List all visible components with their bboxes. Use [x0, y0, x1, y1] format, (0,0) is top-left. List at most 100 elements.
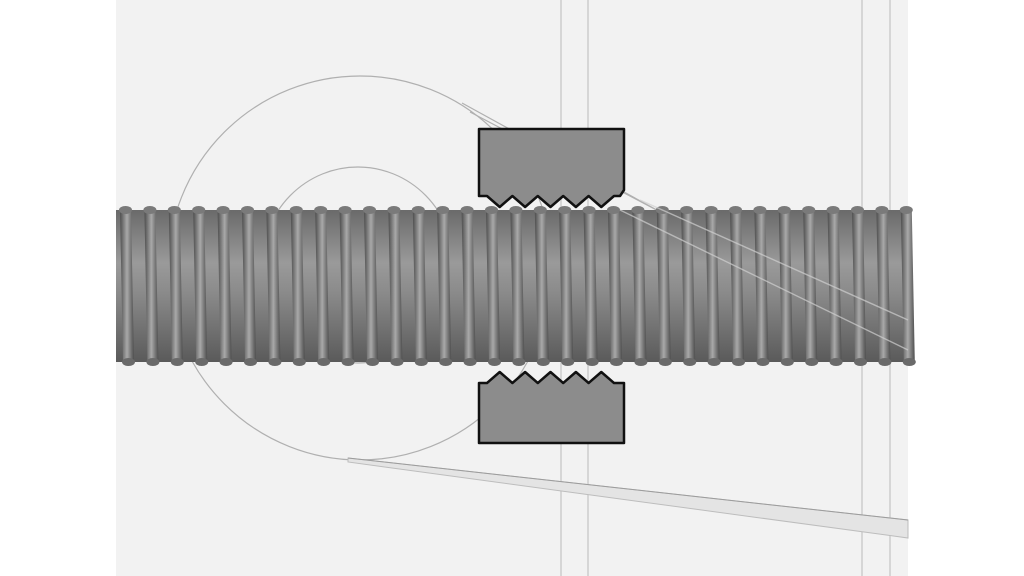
thread-ridge	[754, 210, 769, 362]
thread-crest-bottom	[756, 358, 770, 366]
thread-crest-bottom	[780, 358, 794, 366]
thread-crest-top	[216, 206, 230, 214]
thread-crest-top	[777, 206, 791, 214]
thread-ridge	[656, 210, 671, 362]
thread-ridge	[559, 210, 574, 362]
thread-crest-top	[411, 206, 425, 214]
thread-ridge	[461, 210, 476, 362]
thread-ridge	[876, 210, 891, 362]
lower-threading-die	[477, 370, 626, 445]
thread-crest-top	[826, 206, 840, 214]
thread-crest-top	[143, 206, 157, 214]
thread-crest-bottom	[707, 358, 721, 366]
thread-crest-bottom	[878, 358, 892, 366]
thread-crest-top	[753, 206, 767, 214]
thread-crest-top	[899, 206, 913, 214]
thread-crest-bottom	[366, 358, 379, 366]
thread-ridge	[681, 210, 696, 362]
thread-crest-bottom	[439, 358, 453, 366]
thread-crest-bottom	[488, 358, 501, 366]
thread-crest-top	[436, 206, 450, 214]
thread-crest-bottom	[585, 358, 599, 366]
thread-crest-top	[582, 206, 596, 214]
thread-crest-top	[851, 206, 864, 214]
thread-crest-bottom	[292, 358, 306, 366]
rod-thread-ridges	[119, 206, 916, 366]
thread-ridge	[120, 210, 134, 362]
thread-crest-bottom	[536, 358, 550, 366]
thread-crest-top	[289, 206, 303, 214]
thread-crest-top	[607, 206, 620, 214]
thread-crest-bottom	[658, 358, 672, 366]
thread-crest-bottom	[146, 358, 160, 366]
thread-ridge	[242, 210, 256, 362]
thread-ridge	[388, 210, 403, 362]
thread-ridge	[632, 210, 647, 362]
thread-ridge	[803, 210, 818, 362]
thread-crest-top	[533, 206, 547, 214]
thread-crest-top	[680, 206, 694, 214]
ghost-belt-over-rod	[619, 199, 909, 351]
thread-crest-bottom	[463, 358, 477, 366]
thread-crest-bottom	[902, 358, 916, 366]
thread-crest-bottom	[854, 358, 867, 366]
thread-ridge	[217, 210, 232, 362]
thread-crest-bottom	[829, 358, 843, 366]
thread-crest-bottom	[732, 358, 745, 366]
thread-ridge	[778, 210, 793, 362]
thread-crest-top	[558, 206, 572, 214]
thread-crest-bottom	[341, 358, 355, 366]
thread-ridge	[510, 210, 525, 362]
thread-ridge	[534, 210, 549, 362]
thread-ridge	[486, 210, 500, 362]
thread-crest-top	[729, 206, 742, 214]
thread-ridge	[315, 210, 330, 362]
thread-crest-top	[509, 206, 523, 214]
thread-crest-bottom	[414, 358, 428, 366]
thread-ridge	[412, 210, 427, 362]
thread-crest-top	[485, 206, 498, 214]
thread-crest-bottom	[805, 358, 819, 366]
thread-crest-bottom	[268, 358, 282, 366]
thread-crest-top	[387, 206, 401, 214]
thread-crest-top	[265, 206, 279, 214]
thread-crest-top	[704, 206, 718, 214]
thread-ridge	[290, 210, 305, 362]
thread-crest-bottom	[390, 358, 404, 366]
thread-crest-bottom	[244, 358, 257, 366]
thread-ridge	[193, 210, 208, 362]
thread-ridge	[144, 210, 159, 362]
ghost-belt-lower	[347, 457, 909, 539]
thread-crest-top	[241, 206, 254, 214]
thread-ridge	[437, 210, 452, 362]
thread-ridge	[705, 210, 720, 362]
thread-crest-top	[631, 206, 645, 214]
thread-ridge	[608, 210, 622, 362]
thread-ridge	[827, 210, 842, 362]
thread-ridge	[730, 210, 744, 362]
thread-crest-bottom	[634, 358, 648, 366]
thread-crest-bottom	[122, 358, 135, 366]
thread-crest-top	[192, 206, 206, 214]
thread-crest-top	[875, 206, 889, 214]
thread-ridge	[900, 210, 915, 362]
upper-threading-die	[477, 127, 626, 209]
thread-crest-top	[802, 206, 816, 214]
thread-crest-bottom	[219, 358, 233, 366]
thread-crest-bottom	[512, 358, 526, 366]
thread-crest-bottom	[683, 358, 697, 366]
thread-crest-top	[167, 206, 181, 214]
thread-crest-bottom	[195, 358, 209, 366]
thread-crest-bottom	[170, 358, 184, 366]
thread-crest-bottom	[610, 358, 623, 366]
thread-ridge	[339, 210, 354, 362]
thread-crest-top	[119, 206, 132, 214]
thread-ridge	[266, 210, 281, 362]
thread-crest-top	[338, 206, 352, 214]
thread-crest-top	[460, 206, 474, 214]
thread-ridge	[168, 210, 183, 362]
thread-ridge	[583, 210, 598, 362]
thread-crest-bottom	[561, 358, 575, 366]
